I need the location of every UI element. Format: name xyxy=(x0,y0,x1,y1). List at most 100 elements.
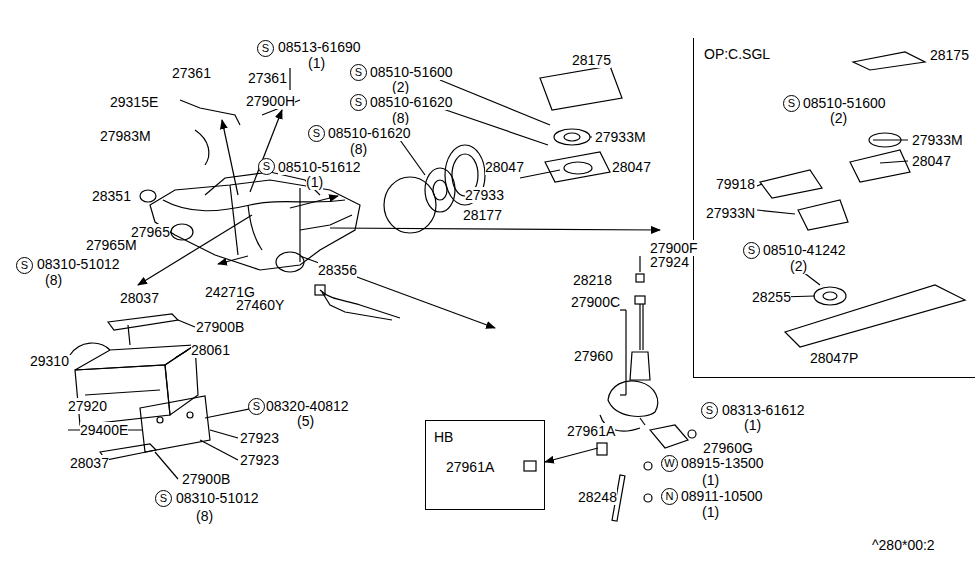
circled-symbol: S xyxy=(258,158,275,175)
speakers xyxy=(433,180,447,200)
antenna xyxy=(597,443,607,455)
speakers xyxy=(540,66,622,110)
antenna xyxy=(635,296,645,304)
speakers xyxy=(564,133,580,141)
circled-symbol: W xyxy=(661,455,678,472)
car-body xyxy=(299,188,300,262)
leader-lines xyxy=(440,108,548,145)
part-number: 27361 xyxy=(248,70,287,86)
part-number: 27900B xyxy=(182,471,230,487)
wiring xyxy=(248,205,262,250)
antenna xyxy=(644,494,652,502)
wiring xyxy=(320,290,400,318)
pointer-arrows xyxy=(290,196,338,208)
car-body xyxy=(276,252,304,272)
leader-lines xyxy=(210,430,238,438)
part-number: 27361 xyxy=(172,65,211,81)
part-number: 27960 xyxy=(574,348,613,364)
quantity: (1) xyxy=(308,55,325,71)
option-panel-parts xyxy=(850,150,910,182)
car-body xyxy=(150,172,360,272)
option-panel-parts xyxy=(814,287,846,305)
antenna xyxy=(625,310,626,395)
part-number: 08911-10500 xyxy=(681,488,762,504)
pointer-arrows xyxy=(222,120,238,195)
leader-lines xyxy=(155,452,178,479)
part-number: 27933M xyxy=(595,129,646,145)
part-number: 28255 xyxy=(752,289,791,305)
quantity: (5) xyxy=(297,413,314,429)
option-panel-parts xyxy=(873,139,908,140)
circled-symbol: N xyxy=(661,488,678,505)
part-number: 28047P xyxy=(810,350,858,366)
radio-unit xyxy=(187,412,193,418)
leader-lines xyxy=(440,80,550,125)
antenna xyxy=(639,256,640,272)
leader-lines xyxy=(178,320,195,327)
part-number: 28037 xyxy=(120,290,159,306)
part-number: 28177 xyxy=(463,207,502,223)
part-number: 27965 xyxy=(131,224,170,240)
part-number: 27961A xyxy=(446,459,494,475)
antenna xyxy=(642,304,643,350)
quantity: (1) xyxy=(306,174,323,190)
radio-unit xyxy=(140,396,210,452)
leader-lines xyxy=(590,136,592,137)
radio-unit xyxy=(70,343,110,355)
option-panel-parts xyxy=(757,210,795,214)
part-number: 08510-41242 xyxy=(763,242,846,258)
part-number: 27923 xyxy=(240,430,279,446)
part-number: ^280*00:2 xyxy=(872,537,935,553)
cable-28356 xyxy=(315,285,392,320)
circled-symbol: S xyxy=(155,490,172,507)
circled-symbol: S xyxy=(16,257,33,274)
wiring xyxy=(180,100,240,125)
speakers xyxy=(140,190,156,202)
part-number: 08310-51012 xyxy=(176,490,259,506)
quantity: (1) xyxy=(744,417,761,433)
part-number: 27460Y xyxy=(236,297,284,313)
circled-symbol: S xyxy=(248,398,265,415)
antenna xyxy=(524,461,536,471)
part-number: 27900B xyxy=(196,319,244,335)
part-number: 28351 xyxy=(92,188,131,204)
leader-lines xyxy=(520,170,560,178)
leader-lines xyxy=(68,68,645,479)
option-panel-parts xyxy=(760,170,822,198)
part-number: 27965M xyxy=(86,237,137,253)
part-number: 79918 xyxy=(716,176,755,192)
quantity: (1) xyxy=(702,472,719,488)
quantity: (1) xyxy=(702,504,719,520)
pointer-arrows xyxy=(545,448,598,462)
part-number: 08313-61612 xyxy=(722,402,805,418)
part-number: 08310-51012 xyxy=(37,256,120,272)
antenna xyxy=(636,274,644,282)
leader-lines xyxy=(400,140,425,175)
antenna xyxy=(608,381,658,417)
variant-box: HB 27961A xyxy=(425,420,545,510)
pointer-arrows xyxy=(250,110,282,192)
quantity: (8) xyxy=(196,508,213,524)
antenna xyxy=(650,425,688,448)
part-number: 27900H xyxy=(246,93,295,109)
part-number: 28047 xyxy=(912,153,951,169)
speakers xyxy=(425,168,455,212)
antenna xyxy=(630,352,650,380)
speakers xyxy=(384,177,436,233)
part-number: 29400E xyxy=(80,422,128,438)
leader-lines xyxy=(200,440,238,460)
car-body xyxy=(230,185,238,255)
part-number: 29315E xyxy=(110,94,158,110)
pointer-arrows xyxy=(330,228,660,230)
part-number: 08510-51600 xyxy=(370,64,453,80)
quantity: (2) xyxy=(830,110,847,126)
part-number: 08510-61620 xyxy=(370,94,453,110)
box-heading: HB xyxy=(434,429,453,445)
part-number: 28175 xyxy=(572,52,611,68)
part-number: 08510-51612 xyxy=(278,159,361,175)
part-number: 27960G xyxy=(703,440,753,456)
part-number: 28218 xyxy=(573,272,612,288)
option-panel-parts xyxy=(757,184,762,186)
